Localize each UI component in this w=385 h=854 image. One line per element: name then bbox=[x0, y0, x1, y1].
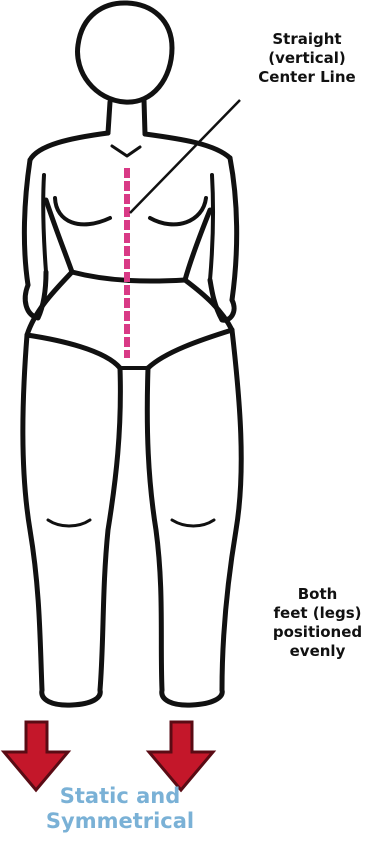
foot-right bbox=[162, 690, 222, 705]
leg-left-outer bbox=[23, 335, 42, 690]
center-line-annotation: Straight (vertical) Center Line bbox=[232, 30, 382, 87]
feet-annotation: Both feet (legs) positioned evenly bbox=[255, 585, 380, 661]
caption-line: Static and bbox=[0, 784, 240, 809]
arm-left-outer bbox=[24, 160, 30, 285]
arm-right-inner bbox=[210, 175, 213, 280]
annotation-line: Both bbox=[255, 585, 380, 604]
garment-bottom-left bbox=[27, 335, 120, 368]
bust-left bbox=[55, 198, 110, 224]
leg-right-inner bbox=[147, 368, 162, 690]
arm-left-inner bbox=[43, 175, 46, 272]
knee-left bbox=[48, 520, 90, 526]
annotation-line: Center Line bbox=[232, 68, 382, 87]
down-arrow-icon bbox=[4, 722, 68, 790]
annotation-line: positioned bbox=[255, 623, 380, 642]
body-outline bbox=[23, 3, 241, 705]
garment-bottom-right bbox=[148, 330, 232, 368]
shoulder-left bbox=[30, 133, 108, 160]
waistband-left bbox=[27, 272, 72, 335]
neck-right bbox=[144, 100, 145, 134]
annotation-line: (vertical) bbox=[232, 49, 382, 68]
annotation-line: evenly bbox=[255, 642, 380, 661]
diagram-caption: Static and Symmetrical bbox=[0, 784, 240, 834]
leg-left-inner bbox=[100, 368, 120, 690]
annotation-line: feet (legs) bbox=[255, 604, 380, 623]
collarbone bbox=[112, 146, 140, 156]
foot-left bbox=[42, 690, 100, 705]
head bbox=[78, 3, 172, 102]
leg-right-outer bbox=[222, 330, 241, 690]
arm-right-outer bbox=[230, 158, 237, 300]
caption-line: Symmetrical bbox=[0, 809, 240, 834]
annotation-line: Straight bbox=[232, 30, 382, 49]
bust-right bbox=[150, 198, 206, 224]
knee-right bbox=[172, 520, 214, 526]
neck-left bbox=[108, 102, 110, 133]
down-arrow-icon bbox=[149, 722, 213, 790]
